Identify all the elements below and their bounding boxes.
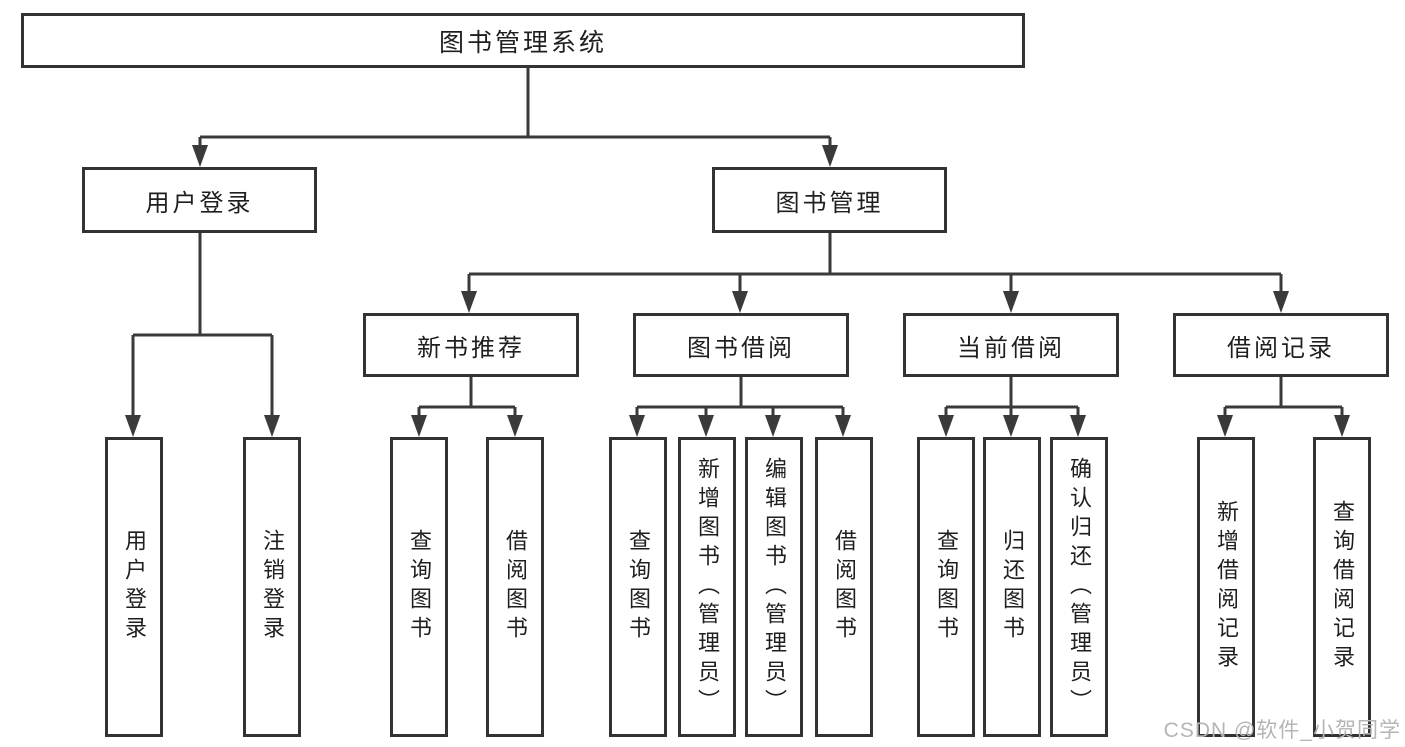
leaf-logout-login: 注销登录 xyxy=(243,437,301,737)
node-borrowing-records: 借阅记录 xyxy=(1173,313,1389,377)
node-library-management-system: 图书管理系统 xyxy=(21,13,1025,68)
leaf-query-borrow-record: 查询借阅记录 xyxy=(1313,437,1371,737)
leaf-borrow-books-recommend: 借阅图书 xyxy=(486,437,544,737)
leaf-add-borrow-record: 新增借阅记录 xyxy=(1197,437,1255,737)
leaf-return-books: 归还图书 xyxy=(983,437,1041,737)
node-new-book-recommend: 新书推荐 xyxy=(363,313,579,377)
leaf-query-books-recommend: 查询图书 xyxy=(390,437,448,737)
leaf-query-books-current: 查询图书 xyxy=(917,437,975,737)
leaf-confirm-return-admin: 确认归还（管理员） xyxy=(1050,437,1108,737)
node-book-management: 图书管理 xyxy=(712,167,947,233)
csdn-watermark: CSDN @软件_小贺同学 xyxy=(1163,719,1401,742)
node-user-login: 用户登录 xyxy=(82,167,317,233)
node-book-borrowing: 图书借阅 xyxy=(633,313,849,377)
leaf-edit-book-admin: 编辑图书（管理员） xyxy=(745,437,803,737)
leaf-query-books-borrowing: 查询图书 xyxy=(609,437,667,737)
node-current-borrowing: 当前借阅 xyxy=(903,313,1119,377)
leaf-user-login: 用户登录 xyxy=(105,437,163,737)
leaf-add-book-admin: 新增图书（管理员） xyxy=(678,437,736,737)
leaf-borrow-books-borrowing: 借阅图书 xyxy=(815,437,873,737)
